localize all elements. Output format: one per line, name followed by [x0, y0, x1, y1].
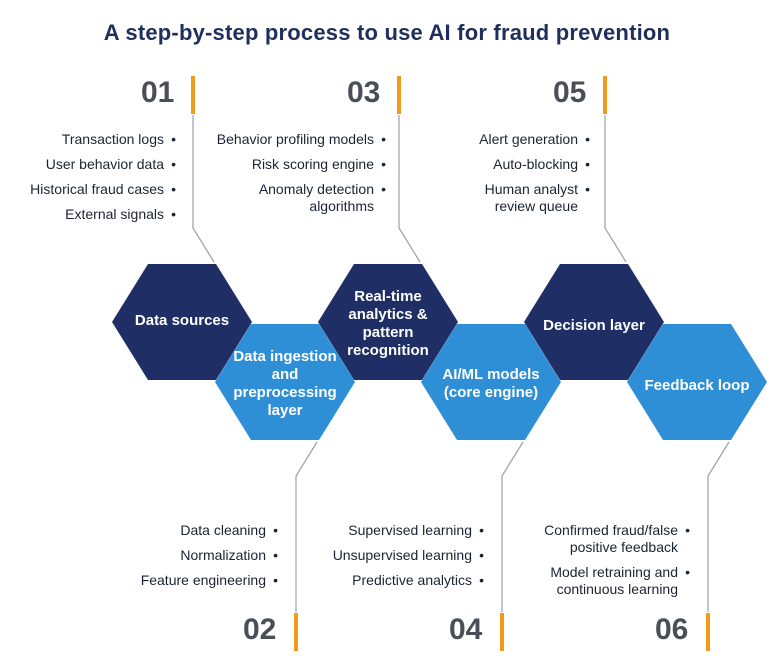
hex-label-data-sources: Data sources	[134, 312, 230, 329]
hexagon-decision-layer	[524, 264, 664, 380]
list-item: Confirmed fraud/false positive feedback	[520, 522, 690, 556]
step-05-list: Alert generation Auto-blocking Human ana…	[420, 131, 590, 223]
hex-label-realtime-analytics: Real-time analytics & pattern recognitio…	[347, 288, 429, 359]
hex-label-data-ingestion: Data ingestion and preprocessing layer	[233, 348, 337, 419]
hex-label-feedback-loop: Feedback loop	[644, 377, 750, 394]
accent-bar-02	[294, 613, 298, 651]
step-number-03: 03	[347, 76, 381, 109]
step-06-list: Confirmed fraud/false positive feedback …	[520, 522, 690, 606]
step-03-list: Behavior profiling models Risk scoring e…	[190, 131, 386, 223]
connector-06	[707, 441, 730, 612]
hexagon-feedback-loop	[627, 324, 767, 440]
hex-label-ai-ml-models: AI/ML models (core engine)	[442, 366, 540, 401]
accent-bar-03	[397, 76, 401, 114]
list-item: External signals	[6, 206, 176, 223]
hexagon-ai-ml-models	[421, 324, 561, 440]
step-01-list: Transaction logs User behavior data Hist…	[6, 131, 176, 231]
list-item: Human analyst review queue	[420, 181, 590, 215]
step-number-06: 06	[655, 613, 689, 646]
list-item: Alert generation	[420, 131, 590, 148]
list-item: Auto-blocking	[420, 156, 590, 173]
step-number-04: 04	[449, 613, 483, 646]
accent-bar-06	[706, 613, 710, 651]
connector-03	[398, 115, 421, 263]
connector-04	[501, 441, 524, 612]
step-04-list: Supervised learning Unsupervised learnin…	[300, 522, 484, 597]
list-item: Predictive analytics	[300, 572, 484, 589]
connector-05	[604, 115, 627, 263]
step-number-01: 01	[141, 76, 175, 109]
accent-bar-04	[500, 613, 504, 651]
list-item: Supervised learning	[300, 522, 484, 539]
list-item: User behavior data	[6, 156, 176, 173]
list-item: Model retraining and continuous learning	[520, 564, 690, 598]
connector-02	[295, 441, 318, 612]
list-item: Data cleaning	[100, 522, 278, 539]
step-number-02: 02	[243, 613, 277, 646]
list-item: Transaction logs	[6, 131, 176, 148]
list-item: Unsupervised learning	[300, 547, 484, 564]
step-number-05: 05	[553, 76, 587, 109]
hexagon-data-sources	[112, 264, 252, 380]
list-item: Risk scoring engine	[190, 156, 386, 173]
hex-label-decision-layer: Decision layer	[543, 317, 645, 334]
list-item: Normalization	[100, 547, 278, 564]
hexagon-data-ingestion	[215, 324, 355, 440]
accent-bar-01	[191, 76, 195, 114]
list-item: Feature engineering	[100, 572, 278, 589]
connector-01	[192, 115, 215, 263]
list-item: Behavior profiling models	[190, 131, 386, 148]
list-item: Historical fraud cases	[6, 181, 176, 198]
diagram-title: A step-by-step process to use AI for fra…	[103, 20, 671, 45]
list-item: Anomaly detection algorithms	[190, 181, 386, 215]
step-02-list: Data cleaning Normalization Feature engi…	[100, 522, 278, 597]
hexagon-realtime-analytics	[318, 264, 458, 380]
accent-bar-05	[603, 76, 607, 114]
